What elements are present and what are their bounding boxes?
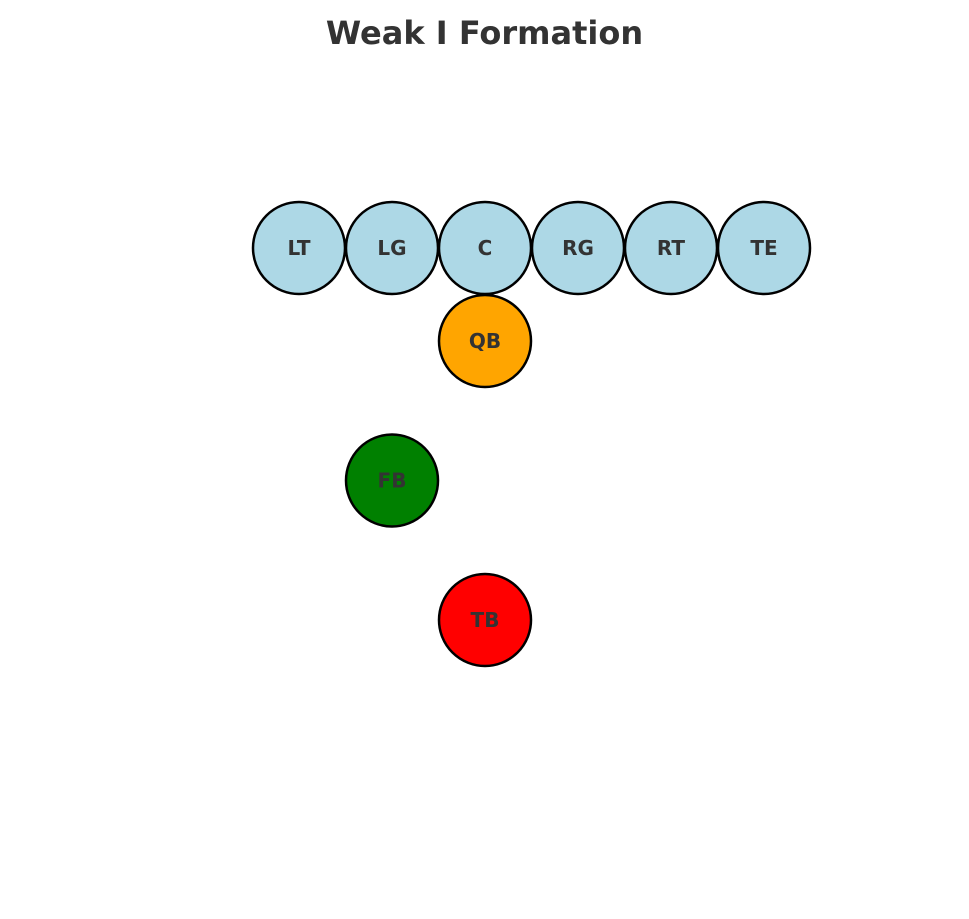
player-lt: LT — [251, 200, 347, 296]
player-label: QB — [469, 329, 501, 353]
player-marker — [437, 572, 533, 668]
player-label: RG — [562, 236, 594, 260]
player-label: LG — [377, 236, 406, 260]
player-lg: LG — [344, 200, 440, 296]
player-fb: FB — [344, 433, 440, 528]
player-label: FB — [378, 469, 407, 493]
player-c: C — [437, 200, 533, 296]
player-marker — [344, 433, 440, 528]
player-label: C — [478, 236, 493, 260]
player-qb: QB — [437, 293, 533, 389]
player-marker — [437, 293, 533, 389]
player-te: TE — [716, 200, 812, 296]
player-rt: RT — [623, 200, 719, 296]
player-label: TE — [750, 236, 777, 260]
player-label: RT — [657, 236, 686, 260]
diagram-title: Weak I Formation — [325, 14, 644, 52]
player-label: LT — [287, 236, 310, 260]
player-rg: RG — [530, 200, 626, 296]
player-label: TB — [471, 608, 500, 632]
player-tb: TB — [437, 572, 533, 668]
player-marker — [716, 200, 812, 296]
